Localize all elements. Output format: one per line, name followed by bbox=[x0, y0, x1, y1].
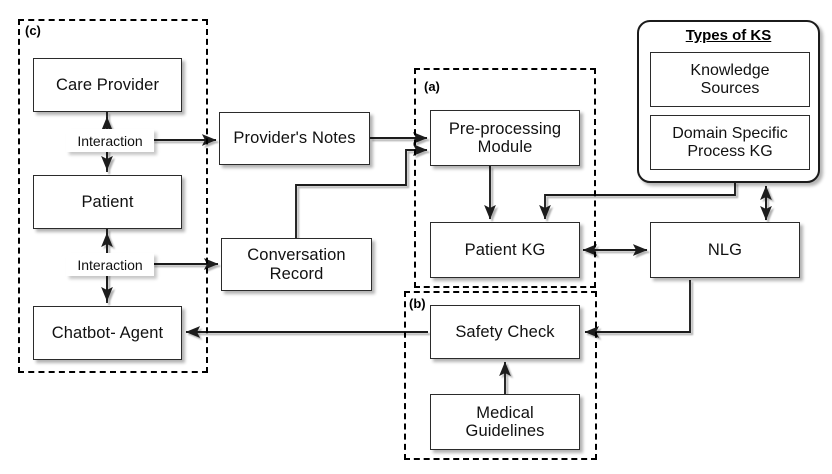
node-preprocessing-module[interactable]: Pre-processing Module bbox=[430, 110, 580, 166]
node-safety-check[interactable]: Safety Check bbox=[430, 305, 580, 359]
group-a-label: (a) bbox=[424, 79, 440, 94]
group-c-label: (c) bbox=[25, 23, 41, 38]
node-patient[interactable]: Patient bbox=[33, 175, 182, 229]
group-c-boundary bbox=[18, 19, 208, 373]
group-b-label: (b) bbox=[409, 296, 426, 311]
knowledge-card-item-knowledge-sources[interactable]: Knowledge Sources bbox=[650, 52, 810, 107]
node-providers-notes[interactable]: Provider's Notes bbox=[219, 112, 370, 165]
group-b-boundary bbox=[404, 291, 597, 460]
knowledge-card-title: Types of KS bbox=[685, 27, 772, 44]
knowledge-card-item-domain-specific-process-kg[interactable]: Domain Specific Process KG bbox=[650, 115, 810, 170]
edge-nlg-to-safety-check bbox=[584, 280, 691, 338]
node-chatbot-agent[interactable]: Chatbot- Agent bbox=[33, 306, 182, 360]
node-nlg[interactable]: NLG bbox=[650, 222, 800, 278]
node-patient-kg[interactable]: Patient KG bbox=[430, 222, 580, 278]
node-conversation-record[interactable]: Conversation Record bbox=[221, 238, 372, 291]
node-care-provider[interactable]: Care Provider bbox=[33, 58, 182, 112]
group-a-boundary bbox=[414, 68, 596, 288]
knowledge-sources-card[interactable]: Types of KS Knowledge Sources Domain Spe… bbox=[637, 20, 820, 183]
edge-label-interaction-bottom: Interaction bbox=[66, 253, 154, 276]
edge-label-interaction-top: Interaction bbox=[66, 129, 154, 152]
node-medical-guidelines[interactable]: Medical Guidelines bbox=[430, 394, 580, 450]
